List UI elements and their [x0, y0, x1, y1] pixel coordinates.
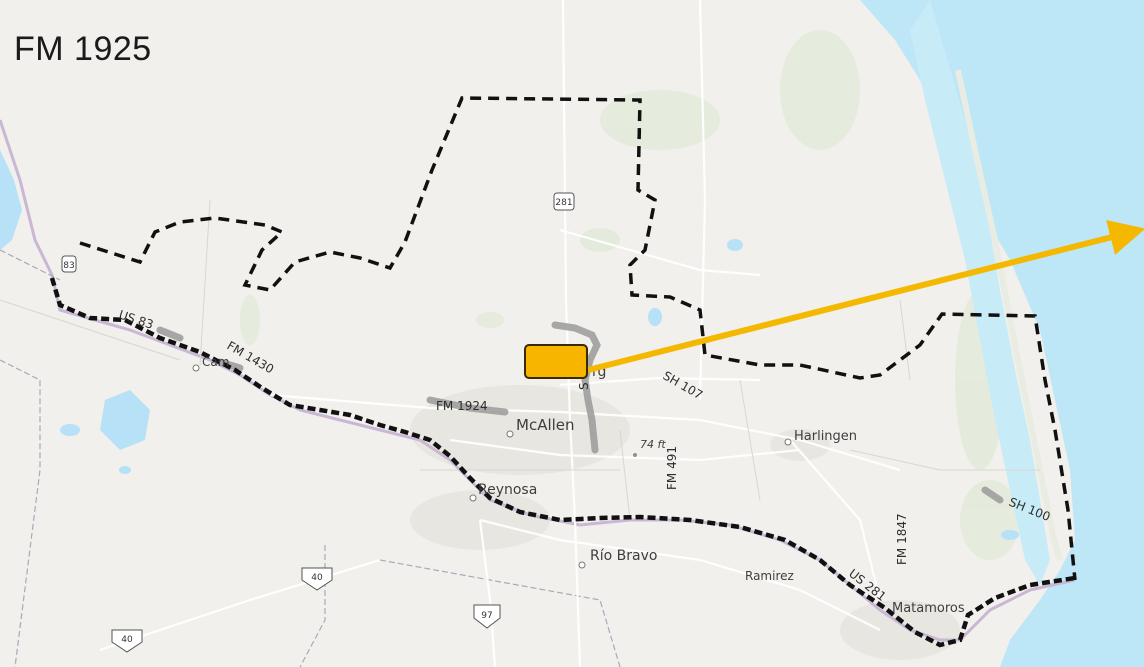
i40-shield-east: 40: [301, 567, 333, 591]
vegetation-areas: [240, 30, 1020, 560]
place-ramirez: Ramirez: [745, 569, 794, 583]
road-label-sh336: S: [577, 382, 591, 390]
minor-road-network: [0, 199, 1040, 521]
barrier-island: [955, 69, 1063, 561]
elevation-label: 74 ft: [640, 438, 666, 451]
gulf-water: [860, 0, 1144, 667]
border-boundary: [49, 277, 1076, 648]
road-label-fm1924: FM 1924: [436, 399, 488, 413]
place-harlingen: Harlingen: [794, 429, 857, 444]
svg-text:40: 40: [121, 635, 133, 645]
us-83-shield: 83: [61, 255, 77, 273]
road-label-fm491: FM 491: [665, 446, 679, 490]
place-mcallen: McAllen: [516, 416, 575, 434]
place-reynosa: Reynosa: [478, 482, 537, 498]
callout-arrow: [587, 219, 1144, 373]
page-title: FM 1925: [14, 30, 152, 68]
us-281-shield: 281: [553, 192, 575, 211]
county-lines: [0, 249, 621, 667]
road-label-fm1847: FM 1847: [895, 513, 909, 565]
place-dots: [192, 364, 792, 569]
lakes: [0, 150, 1019, 540]
laguna-madre: [910, 0, 1050, 585]
svg-text:83: 83: [63, 261, 74, 271]
svg-text:40: 40: [311, 573, 323, 583]
mx-97-shield: 97: [473, 604, 501, 629]
svg-text:97: 97: [481, 611, 492, 621]
i40-shield-west: 40: [111, 629, 143, 653]
place-rio-bravo: Río Bravo: [590, 548, 657, 564]
place-matamoros: Matamoros: [892, 601, 965, 616]
fm1925-location-marker[interactable]: [524, 344, 588, 379]
svg-text:281: 281: [555, 198, 572, 208]
place-camargo: Cam: [202, 355, 229, 369]
district-boundary: [79, 96, 1077, 581]
